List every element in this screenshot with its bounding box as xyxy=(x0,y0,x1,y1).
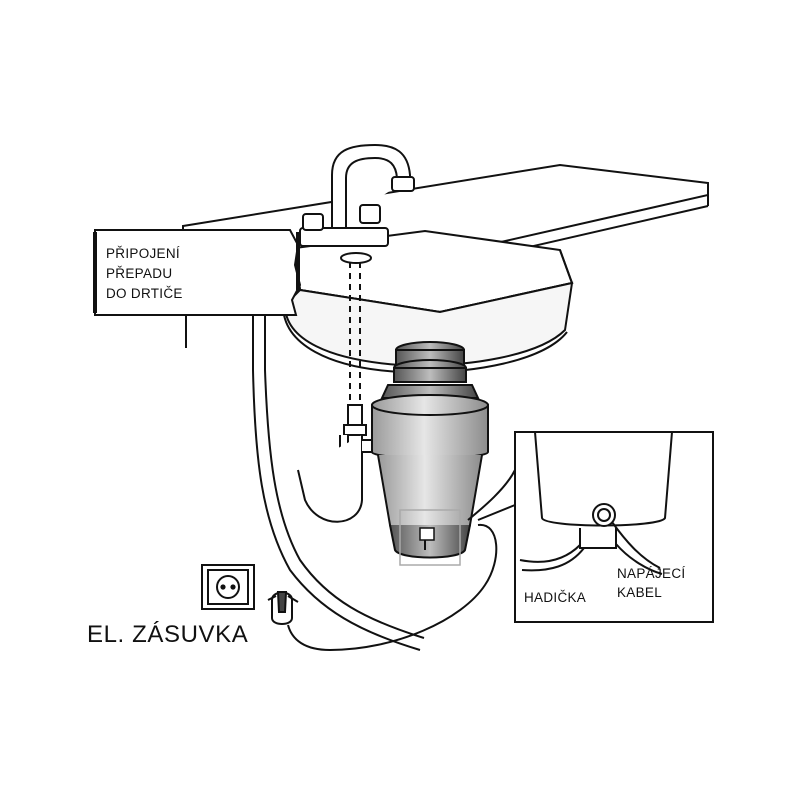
overflow-label-line-1: PŘIPOJENÍ xyxy=(106,246,180,261)
overflow-label-line-3: DO DRTIČE xyxy=(106,286,183,301)
outlet-label: EL. ZÁSUVKA xyxy=(87,621,248,648)
overflow-callout xyxy=(93,229,302,348)
connection-tubes xyxy=(287,469,516,652)
electrical-outlet-icon xyxy=(201,564,255,610)
cable-label-line-1: NAPÁJECÍ xyxy=(617,566,685,581)
switch xyxy=(267,591,299,625)
cable-label-line-2: KABEL xyxy=(617,585,662,600)
drain-trap xyxy=(297,404,386,523)
detail-inset xyxy=(514,431,714,623)
hose-label: HADIČKA xyxy=(524,590,586,605)
drain-dashed-line xyxy=(349,262,361,405)
faucet xyxy=(299,143,415,247)
garbage-disposer xyxy=(371,341,489,566)
overflow-label-line-2: PŘEPADU xyxy=(106,266,172,281)
